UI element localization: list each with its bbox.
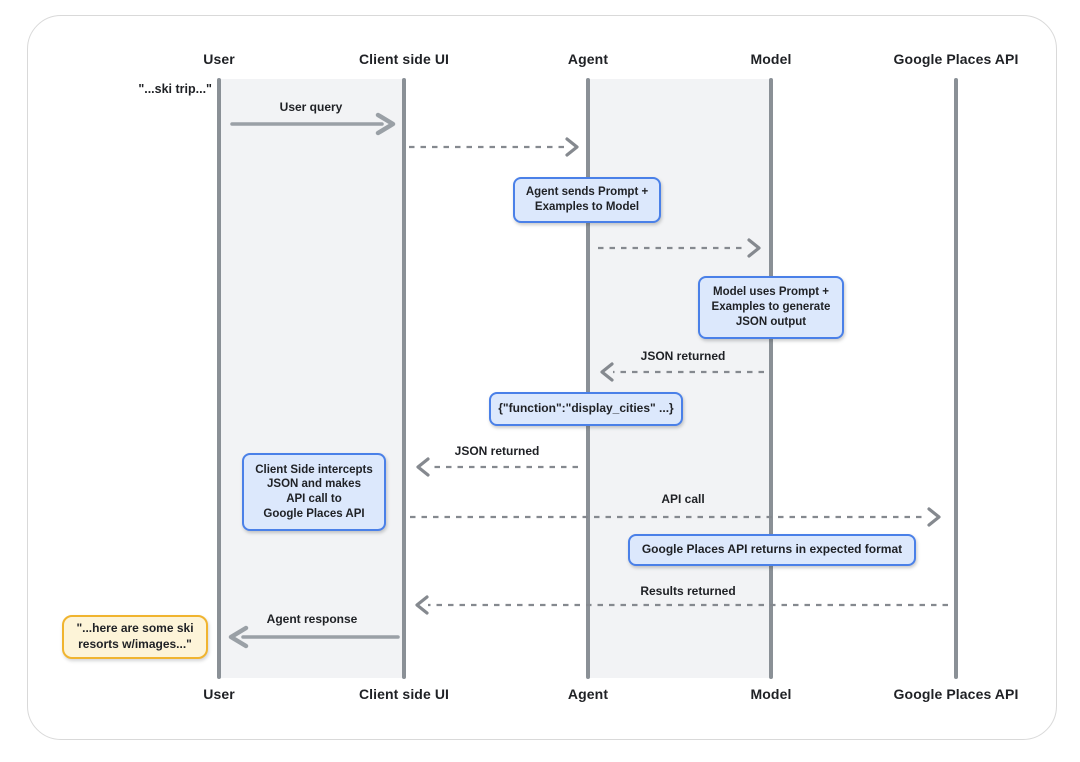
- label-json-returned-model: JSON returned: [640, 349, 726, 363]
- user-response-quote: "...here are some ski resorts w/images..…: [62, 615, 208, 659]
- label-agent-response: Agent response: [266, 612, 358, 626]
- lane-user-client: [219, 79, 404, 678]
- label-api-call: API call: [661, 492, 705, 506]
- actor-label-model-bottom: Model: [750, 686, 792, 702]
- actor-label-agent-bottom: Agent: [567, 686, 609, 702]
- lifeline-user: [217, 78, 221, 679]
- user-request-quote: "...ski trip...": [138, 82, 212, 96]
- actor-label-places-top: Google Places API: [893, 51, 1019, 67]
- actor-label-agent-top: Agent: [567, 51, 609, 67]
- actor-label-client-bottom: Client side UI: [358, 686, 450, 702]
- note-client-intercepts: Client Side intercepts JSON and makes AP…: [242, 453, 386, 531]
- note-model-generates-json: Model uses Prompt + Examples to generate…: [698, 276, 844, 339]
- actor-label-model-top: Model: [750, 51, 792, 67]
- lifeline-model: [769, 78, 773, 679]
- lifeline-client: [402, 78, 406, 679]
- label-user-query: User query: [279, 100, 343, 114]
- actor-label-user-top: User: [203, 51, 235, 67]
- lifeline-places: [954, 78, 958, 679]
- label-json-returned-agent: JSON returned: [454, 444, 540, 458]
- note-agent-sends-prompt: Agent sends Prompt + Examples to Model: [513, 177, 661, 223]
- lifeline-agent: [586, 78, 590, 679]
- note-function-json: {"function":"display_cities" ...}: [489, 392, 683, 426]
- label-results-returned: Results returned: [640, 584, 736, 598]
- note-places-returns: Google Places API returns in expected fo…: [628, 534, 916, 566]
- actor-label-places-bottom: Google Places API: [893, 686, 1019, 702]
- actor-label-client-top: Client side UI: [358, 51, 450, 67]
- actor-label-user-bottom: User: [203, 686, 235, 702]
